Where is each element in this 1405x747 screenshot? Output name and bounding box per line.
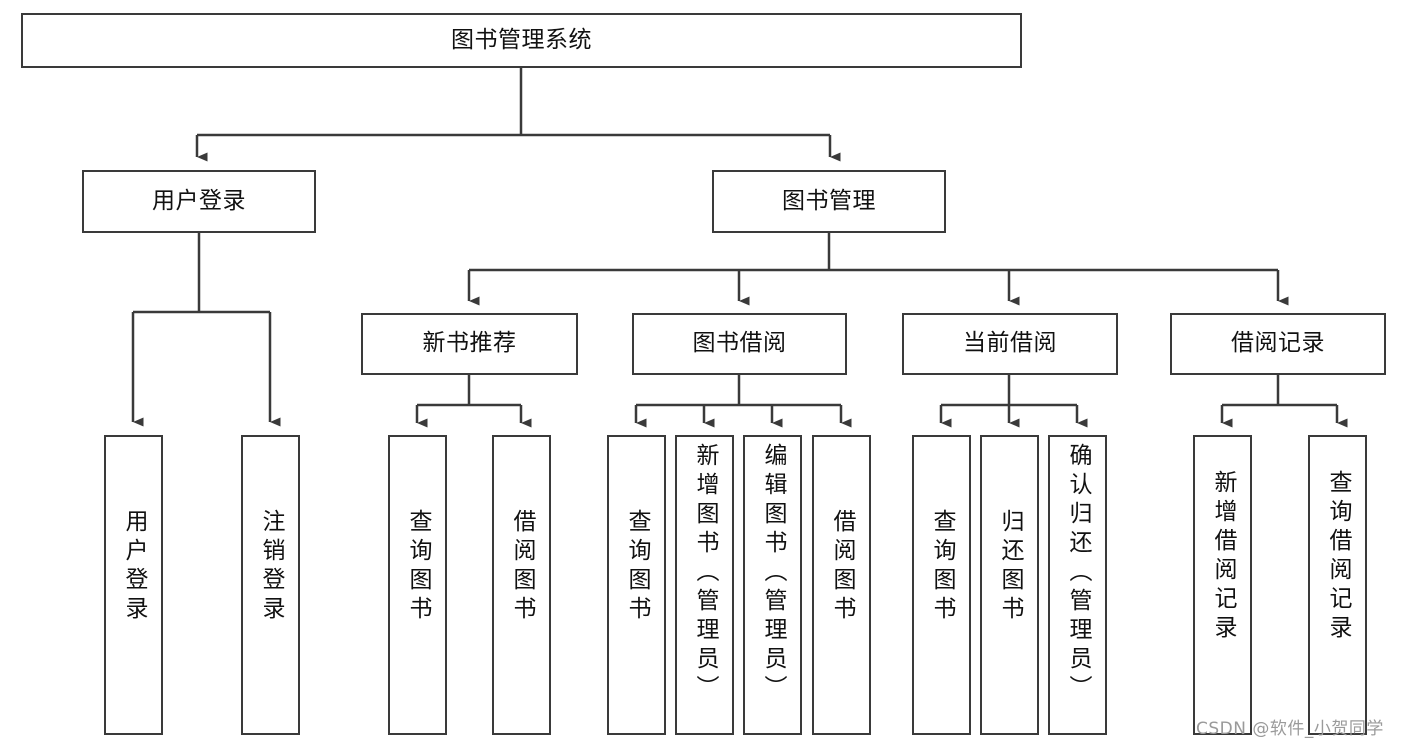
node-leaf-logout-login[interactable]: 注销登录 <box>241 435 300 735</box>
node-new-book-rec-label: 新书推荐 <box>422 330 517 357</box>
node-leaf-query-record-label: 查询借阅记录 <box>1325 470 1351 644</box>
node-leaf-user-login-label: 用户登录 <box>121 509 147 625</box>
node-book-manage[interactable]: 图书管理 <box>712 170 946 233</box>
node-book-manage-label: 图书管理 <box>782 187 876 214</box>
node-leaf-confirm-return-label: 确认归还（管理员） <box>1065 443 1091 704</box>
node-leaf-borrow-book-1[interactable]: 借阅图书 <box>492 435 551 735</box>
node-user-login[interactable]: 用户登录 <box>82 170 316 233</box>
node-user-login-label: 用户登录 <box>152 187 246 214</box>
node-leaf-query-book-2[interactable]: 查询图书 <box>607 435 666 735</box>
node-book-borrow-label: 图书借阅 <box>692 330 787 357</box>
node-book-borrow[interactable]: 图书借阅 <box>632 313 847 375</box>
node-root-label: 图书管理系统 <box>451 26 592 53</box>
csdn-watermark: CSDN @软件_小贺同学 <box>1196 719 1384 739</box>
node-leaf-user-login[interactable]: 用户登录 <box>104 435 163 735</box>
node-leaf-borrow-book-2[interactable]: 借阅图书 <box>812 435 871 735</box>
node-leaf-query-book-3[interactable]: 查询图书 <box>912 435 971 735</box>
node-leaf-query-book-1-label: 查询图书 <box>405 509 431 625</box>
node-borrow-record-label: 借阅记录 <box>1231 330 1325 357</box>
node-leaf-add-book-label: 新增图书（管理员） <box>692 443 718 704</box>
node-root[interactable]: 图书管理系统 <box>21 13 1022 68</box>
node-leaf-query-book-3-label: 查询图书 <box>929 509 955 625</box>
node-leaf-query-record[interactable]: 查询借阅记录 <box>1308 435 1367 735</box>
node-leaf-add-book[interactable]: 新增图书（管理员） <box>675 435 734 735</box>
node-leaf-add-record-label: 新增借阅记录 <box>1210 470 1236 644</box>
node-current-borrow[interactable]: 当前借阅 <box>902 313 1118 375</box>
node-leaf-confirm-return[interactable]: 确认归还（管理员） <box>1048 435 1107 735</box>
node-leaf-query-book-2-label: 查询图书 <box>624 509 650 625</box>
node-leaf-add-record[interactable]: 新增借阅记录 <box>1193 435 1252 735</box>
node-leaf-borrow-book-2-label: 借阅图书 <box>829 509 855 625</box>
node-borrow-record[interactable]: 借阅记录 <box>1170 313 1386 375</box>
node-new-book-rec[interactable]: 新书推荐 <box>361 313 578 375</box>
node-leaf-edit-book-label: 编辑图书（管理员） <box>760 443 786 704</box>
node-leaf-logout-login-label: 注销登录 <box>258 509 284 625</box>
node-current-borrow-label: 当前借阅 <box>963 330 1057 357</box>
node-leaf-borrow-book-1-label: 借阅图书 <box>509 509 535 625</box>
node-leaf-edit-book[interactable]: 编辑图书（管理员） <box>743 435 802 735</box>
node-leaf-return-book[interactable]: 归还图书 <box>980 435 1039 735</box>
node-leaf-query-book-1[interactable]: 查询图书 <box>388 435 447 735</box>
node-leaf-return-book-label: 归还图书 <box>997 509 1023 625</box>
